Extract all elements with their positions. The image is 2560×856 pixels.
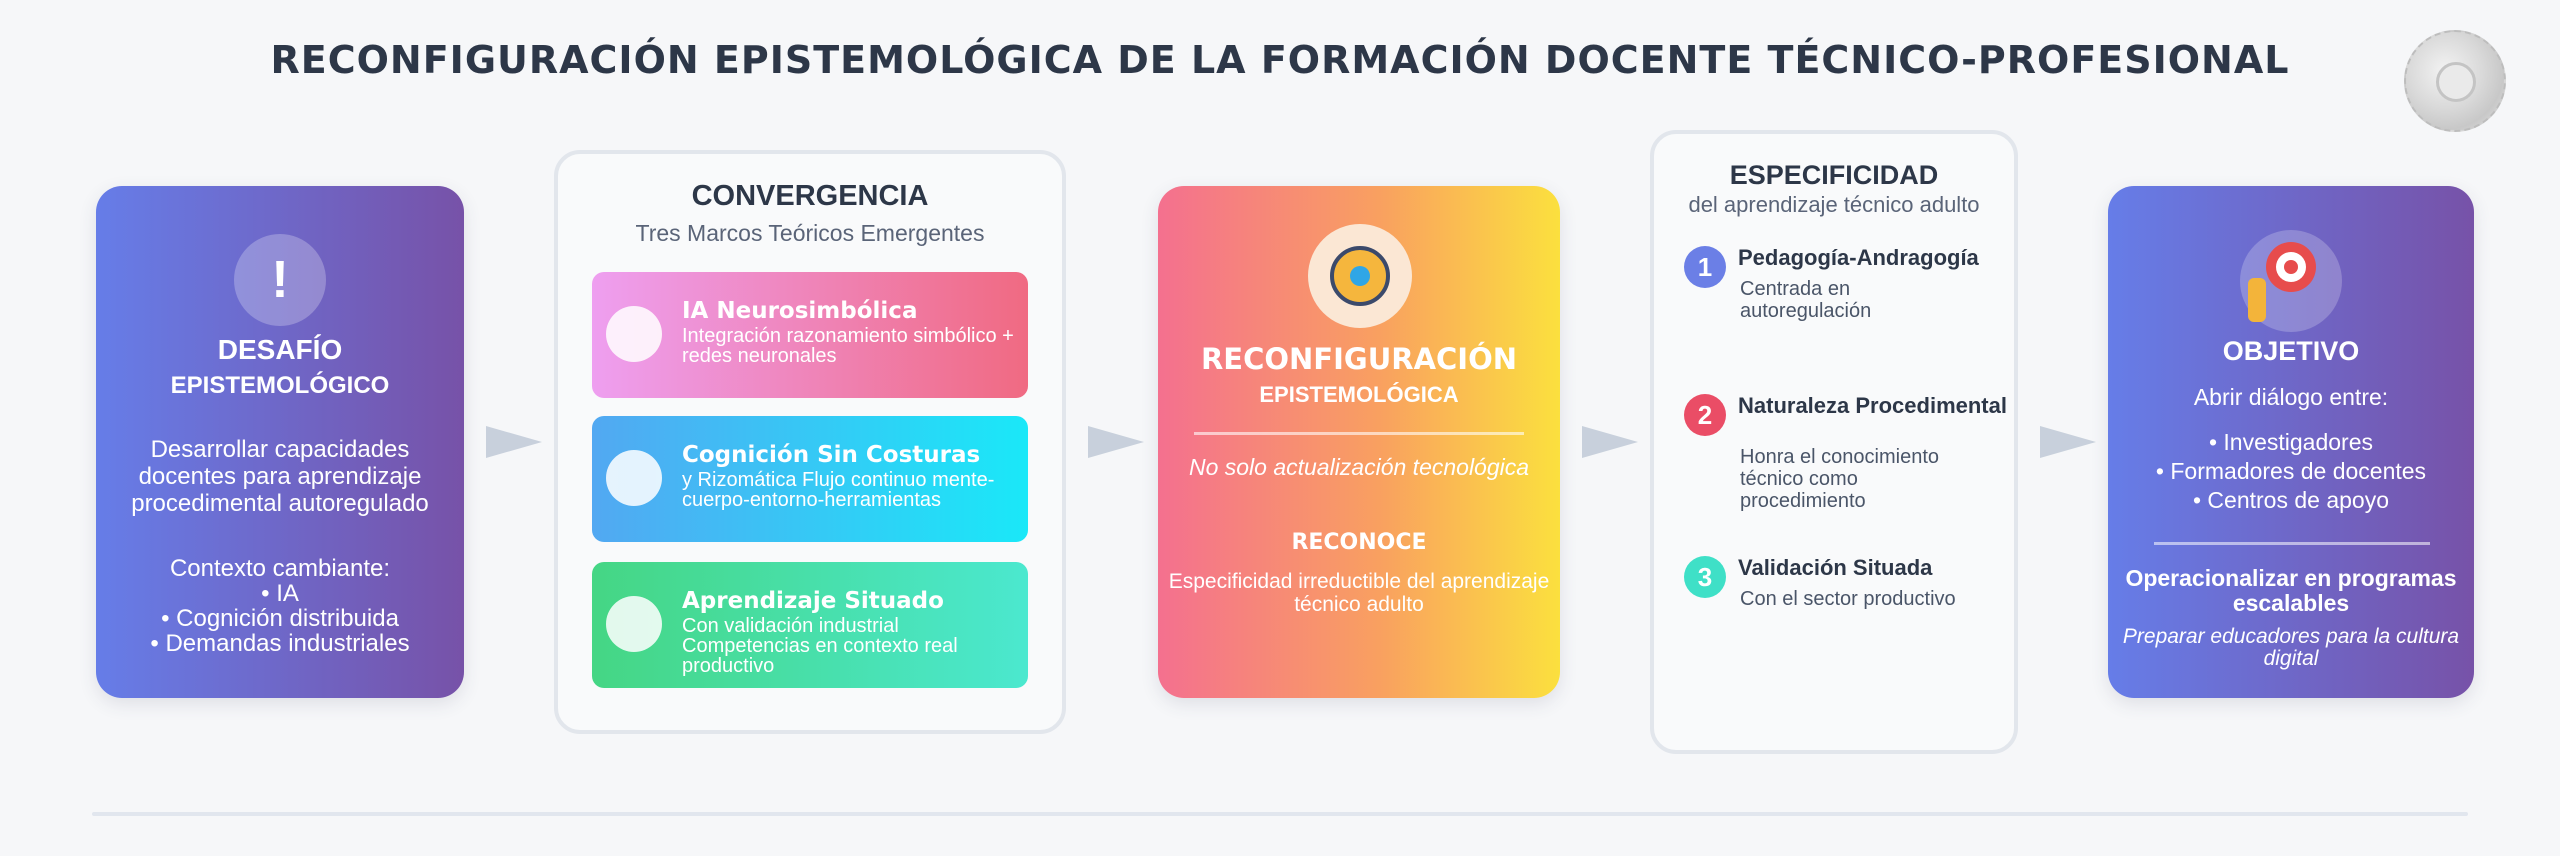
desafio-title: DESAFÍO: [217, 334, 343, 365]
logo-seal-icon: [2404, 30, 2506, 132]
objetivo-operationalize: Operacionalizar en programas escalables: [2125, 565, 2457, 616]
step-title: Validación Situada: [1738, 555, 1933, 580]
flow-arrow-icon: [1088, 426, 1144, 458]
footer-divider: [92, 812, 2468, 816]
step-desc: Centrada en autoregulación: [1740, 278, 1872, 322]
step-title: Naturaleza Procedimental: [1738, 393, 2007, 418]
framework-title: Cognición Sin Costuras: [682, 442, 981, 468]
step-number-badge: 2: [1684, 394, 1726, 436]
especificidad-title: ESPECIFICIDAD: [1729, 160, 1939, 190]
desafio-subtitle: EPISTEMOLÓGICO: [170, 372, 390, 399]
desafio-card: ! DESAFÍO EPISTEMOLÓGICO Desarrollar cap…: [96, 186, 464, 698]
objetivo-card: OBJETIVO Abrir diálogo entre: • Investig…: [2108, 186, 2474, 698]
flow-arrow-icon: [1582, 426, 1638, 458]
page-title: RECONFIGURACIÓN EPISTEMOLÓGICA DE LA FOR…: [270, 38, 2290, 82]
context-item: • IA: [261, 580, 299, 607]
objetivo-title: OBJETIVO: [2222, 336, 2360, 366]
exclamation-icon: !: [234, 234, 326, 326]
framework-band-neurosimbolica: IA Neurosimbólica Integración razonamien…: [592, 272, 1028, 398]
objetivo-item: • Centros de apoyo: [2192, 487, 2389, 513]
divider: [1194, 432, 1524, 435]
network-icon: [606, 450, 662, 506]
flow-arrow-icon: [486, 426, 542, 458]
framework-title: IA Neurosimbólica: [682, 298, 918, 324]
target-icon: [2240, 230, 2342, 332]
circuit-icon: [606, 306, 662, 362]
objetivo-item: • Investigadores: [2208, 429, 2374, 455]
brain-gear-icon: [1308, 224, 1412, 328]
framework-band-situado: Aprendizaje Situado Con validación indus…: [592, 562, 1028, 688]
reconoce-label: RECONOCE: [1291, 530, 1427, 555]
desafio-body: Desarrollar capacidades docentes para ap…: [131, 436, 429, 517]
objetivo-list: • Investigadores • Formadores de docente…: [2108, 428, 2474, 515]
step-number-badge: 3: [1684, 556, 1726, 598]
divider: [2154, 542, 2430, 545]
objetivo-prepare: Preparar educadores para la cultura digi…: [2122, 625, 2460, 670]
reconfiguracion-title: RECONFIGURACIÓN: [1200, 342, 1518, 376]
framework-title: Aprendizaje Situado: [682, 588, 944, 614]
convergencia-subtitle: Tres Marcos Teóricos Emergentes: [635, 220, 985, 246]
step-title: Pedagogía-Andragogía: [1738, 245, 1979, 270]
context-item: • Demandas industriales: [150, 630, 410, 657]
framework-band-cognicion: Cognición Sin Costuras y Rizomática Fluj…: [592, 416, 1028, 542]
context-label: Contexto cambiante:: [169, 555, 391, 582]
framework-desc: Integración razonamiento simbólico + red…: [682, 325, 1014, 367]
reconfiguracion-italic: No solo actualización tecnológica: [1188, 454, 1530, 480]
reconfiguracion-card: RECONFIGURACIÓN EPISTEMOLÓGICA No solo a…: [1158, 186, 1560, 698]
objetivo-lead: Abrir diálogo entre:: [2193, 384, 2389, 410]
lightbulb-icon: [606, 596, 662, 652]
especificidad-subtitle: del aprendizaje técnico adulto: [1688, 192, 1980, 217]
desafio-context: Contexto cambiante: • IA • Cognición dis…: [96, 556, 464, 656]
step-number-badge: 1: [1684, 246, 1726, 288]
convergencia-card: CONVERGENCIA Tres Marcos Teóricos Emerge…: [554, 150, 1066, 734]
context-item: • Cognición distribuida: [161, 605, 399, 632]
reconfiguracion-subtitle: EPISTEMOLÓGICA: [1259, 382, 1459, 407]
framework-desc: Con validación industrial Competencias e…: [682, 615, 958, 677]
step-desc: Con el sector productivo: [1740, 588, 1956, 610]
especificidad-card: ESPECIFICIDAD del aprendizaje técnico ad…: [1650, 130, 2018, 754]
step-desc: Honra el conocimiento técnico como proce…: [1740, 446, 1939, 512]
reconoce-desc: Especificidad irreductible del aprendiza…: [1168, 570, 1550, 616]
flow-arrow-icon: [2040, 426, 2096, 458]
convergencia-title: CONVERGENCIA: [691, 180, 929, 212]
framework-desc: y Rizomática Flujo continuo mente-cuerpo…: [682, 469, 995, 511]
objetivo-item: • Formadores de docentes: [2155, 458, 2427, 484]
